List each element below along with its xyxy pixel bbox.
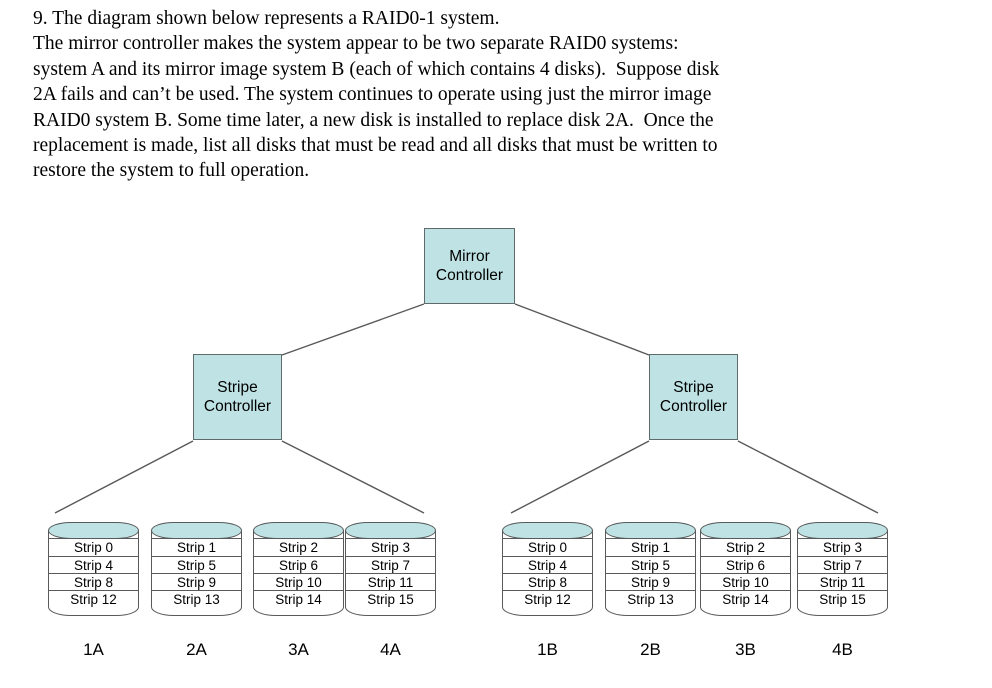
strip-row: Strip 11 xyxy=(798,573,887,590)
disk-bottom-ellipse xyxy=(700,598,791,616)
strip-row: Strip 0 xyxy=(503,539,592,556)
mirror-to-stripe-a xyxy=(281,303,425,356)
mirror-controller-box: Mirror Controller xyxy=(424,228,515,304)
strip-row: Strip 7 xyxy=(346,556,435,573)
strip-row: Strip 9 xyxy=(152,573,241,590)
disk-bottom-ellipse xyxy=(253,598,344,616)
strip-row: Strip 3 xyxy=(346,539,435,556)
mirror-controller-label-line1: Mirror xyxy=(449,248,490,265)
stripe-a-to-disk-1a xyxy=(54,440,194,514)
strip-row: Strip 10 xyxy=(254,573,343,590)
question-text: 9. The diagram shown below represents a … xyxy=(33,8,720,182)
strip-row: Strip 12 xyxy=(49,590,138,607)
strip-row: Strip 4 xyxy=(49,556,138,573)
disk-label-4a: 4A xyxy=(380,640,401,659)
disk-label-3b: 3B xyxy=(735,640,756,659)
strip-row: Strip 5 xyxy=(606,556,695,573)
disk-top-ellipse xyxy=(605,522,696,539)
strip-row: Strip 11 xyxy=(346,573,435,590)
strip-row: Strip 0 xyxy=(49,539,138,556)
strip-row: Strip 7 xyxy=(798,556,887,573)
stripe-controller-b-label-line1: Stripe xyxy=(673,379,714,396)
strip-row: Strip 14 xyxy=(254,590,343,607)
disk-top-ellipse xyxy=(797,522,888,539)
strip-row: Strip 15 xyxy=(346,590,435,607)
disk-bottom-ellipse xyxy=(605,598,696,616)
stripe-controller-b-label-line2: Controller xyxy=(659,398,728,415)
disk-top-ellipse xyxy=(48,522,139,539)
strip-row: Strip 6 xyxy=(701,556,790,573)
disk-label-2b: 2B xyxy=(640,640,661,659)
disk-label-1b: 1B xyxy=(537,640,558,659)
stripe-b-to-disk-4b xyxy=(737,440,879,514)
disk-label-4b: 4B xyxy=(832,640,853,659)
disk-label-3a: 3A xyxy=(288,640,309,659)
strip-row: Strip 10 xyxy=(701,573,790,590)
strip-row: Strip 2 xyxy=(701,539,790,556)
strip-row: Strip 3 xyxy=(798,539,887,556)
strip-row: Strip 15 xyxy=(798,590,887,607)
strip-row: Strip 12 xyxy=(503,590,592,607)
disk-top-ellipse xyxy=(253,522,344,539)
strip-row: Strip 8 xyxy=(503,573,592,590)
stripe-controller-a-box: Stripe Controller xyxy=(193,354,282,440)
strip-row: Strip 13 xyxy=(152,590,241,607)
mirror-controller-label-line2: Controller xyxy=(435,267,504,284)
disk-bottom-ellipse xyxy=(502,598,593,616)
strip-row: Strip 2 xyxy=(254,539,343,556)
disk-top-ellipse xyxy=(700,522,791,539)
strip-row: Strip 1 xyxy=(606,539,695,556)
strip-row: Strip 4 xyxy=(503,556,592,573)
disk-top-ellipse xyxy=(345,522,436,539)
disk-bottom-ellipse xyxy=(48,598,139,616)
disk-bottom-ellipse xyxy=(797,598,888,616)
mirror-to-stripe-b xyxy=(514,303,650,356)
strip-row: Strip 5 xyxy=(152,556,241,573)
strip-row: Strip 6 xyxy=(254,556,343,573)
strip-row: Strip 9 xyxy=(606,573,695,590)
disk-bottom-ellipse xyxy=(345,598,436,616)
strip-row: Strip 8 xyxy=(49,573,138,590)
stripe-controller-b-box: Stripe Controller xyxy=(649,354,738,440)
strip-row: Strip 14 xyxy=(701,590,790,607)
disk-label-2a: 2A xyxy=(186,640,207,659)
stripe-controller-a-label-line2: Controller xyxy=(203,398,272,415)
stripe-b-to-disk-1b xyxy=(510,440,650,514)
strip-row: Strip 13 xyxy=(606,590,695,607)
stripe-controller-a-label-line1: Stripe xyxy=(217,379,258,396)
disk-label-1a: 1A xyxy=(83,640,104,659)
strip-row: Strip 1 xyxy=(152,539,241,556)
disk-top-ellipse xyxy=(502,522,593,539)
disk-top-ellipse xyxy=(151,522,242,539)
disk-bottom-ellipse xyxy=(151,598,242,616)
stripe-a-to-disk-4a xyxy=(281,440,425,514)
